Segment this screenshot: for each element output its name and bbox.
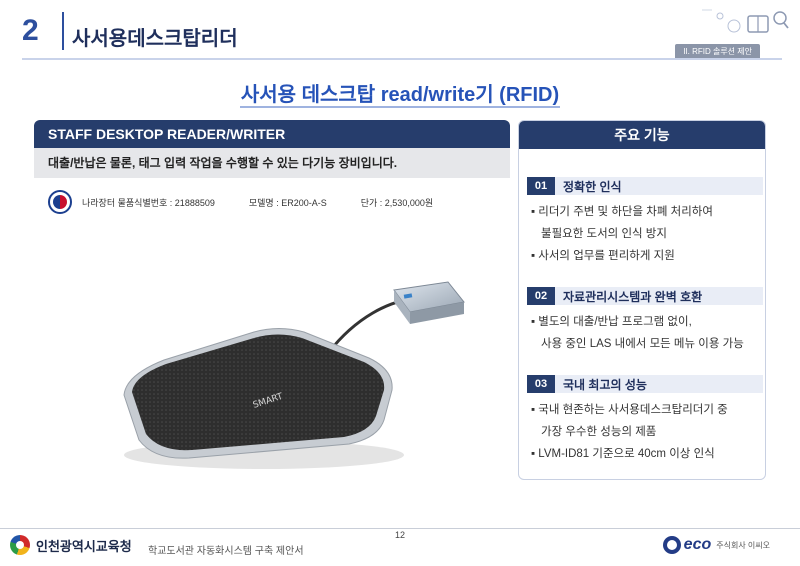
procurement-id: 나라장터 물품식별번호 : 21888509 — [82, 197, 215, 208]
feature-line: ▪ 별도의 대출/반납 프로그램 없이, — [531, 316, 692, 328]
feature-line: 불필요한 도서의 인식 방지 — [541, 228, 667, 240]
page-title: 사서용 데스크탑 read/write기 (RFID) — [240, 84, 560, 106]
header-rule — [22, 58, 782, 60]
feature-number: 03 — [527, 375, 555, 393]
product-description: 대출/반납은 물론, 태그 입력 작업을 수행할 수 있는 다기능 장비입니다. — [34, 148, 510, 178]
feature-line: ▪ 국내 현존하는 사서용데스크탑리더기 중 — [531, 404, 728, 416]
desktop-reader-image: SMART — [123, 281, 465, 469]
feature-item: 02 자료관리시스템과 완벽 호환 ▪ 별도의 대출/반납 프로그램 없이, 사… — [527, 287, 763, 355]
book-search-decoration-icon — [702, 9, 789, 33]
model-name: 모델명 : ER200-A-S — [248, 197, 327, 208]
feature-line: ▪ 사서의 업무를 편리하게 지원 — [531, 250, 675, 262]
feature-number: 02 — [527, 287, 555, 305]
feature-line: 사용 중인 LAS 내에서 모든 메뉴 이용 가능 — [541, 338, 744, 350]
feature-line: ▪ 리더기 주변 및 하단을 차폐 처리하여 — [531, 206, 713, 218]
product-panel-title: STAFF DESKTOP READER/WRITER — [34, 120, 510, 148]
company-wordmark: eco — [683, 536, 712, 553]
product-panel: STAFF DESKTOP READER/WRITER 대출/반납은 물론, 태… — [34, 120, 510, 480]
feature-line: ▪ LVM-ID81 기준으로 40cm 이상 인식 — [531, 448, 715, 460]
feature-title: 국내 최고의 성능 — [563, 377, 647, 392]
feature-item: 01 정확한 인식 ▪ 리더기 주변 및 하단을 차폐 처리하여 불필요한 도서… — [527, 177, 763, 267]
org-logo: 인천광역시교육청 — [10, 535, 132, 555]
government-seal-icon — [48, 190, 72, 214]
feature-item: 03 국내 최고의 성능 ▪ 국내 현존하는 사서용데스크탑리더기 중 가장 우… — [527, 375, 763, 465]
education-office-logo-icon — [10, 535, 30, 555]
features-panel: 주요 기능 01 정확한 인식 ▪ 리더기 주변 및 하단을 차폐 처리하여 불… — [518, 120, 766, 480]
section-number: 2 — [22, 14, 39, 47]
company-name: 주식회사 이씨오 — [716, 540, 770, 550]
footer-rule — [0, 528, 800, 529]
features-panel-title: 주요 기능 — [519, 121, 765, 149]
section-badge: II. RFID 솔루션 제안 — [675, 44, 760, 60]
org-name: 인천광역시교육청 — [36, 538, 132, 554]
page-number: 12 — [394, 530, 405, 540]
section-divider — [62, 12, 64, 50]
company-logo: eco 주식회사 이씨오 — [662, 536, 770, 554]
feature-number: 01 — [527, 177, 555, 195]
document-title: 학교도서관 자동화시스템 구축 제안서 — [148, 546, 304, 557]
eco-logo-icon — [662, 536, 681, 554]
feature-title: 정확한 인식 — [563, 179, 622, 194]
feature-line: 가장 우수한 성능의 제품 — [541, 426, 657, 438]
section-title: 사서용데스크탑리더 — [72, 28, 238, 50]
feature-title: 자료관리시스템과 완벽 호환 — [563, 289, 703, 304]
product-info-row: 나라장터 물품식별번호 : 21888509 모델명 : ER200-A-S 단… — [48, 190, 433, 214]
unit-price: 단가 : 2,530,000원 — [360, 197, 434, 208]
page-title-underline — [240, 106, 560, 108]
